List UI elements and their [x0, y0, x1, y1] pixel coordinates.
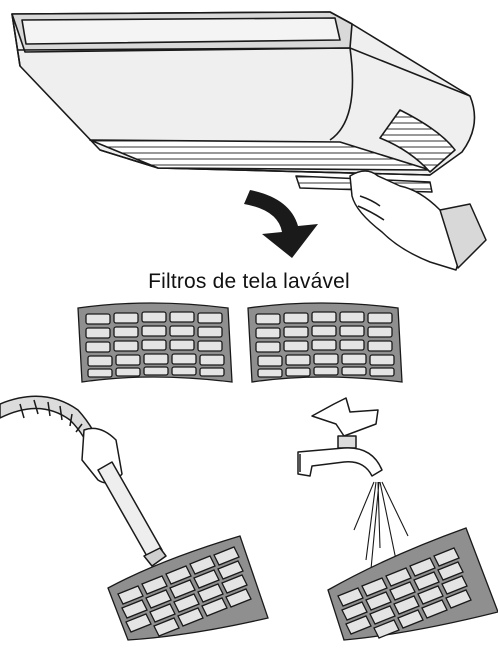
washed-filter [328, 528, 498, 640]
water-tap-icon [298, 398, 382, 476]
filter-caption: Filtros de tela lavável [0, 270, 498, 294]
hand-pulling-filter-icon [296, 171, 486, 270]
washable-filter-right [248, 303, 402, 382]
curved-down-arrow-icon [244, 190, 318, 258]
washable-filter-left [78, 303, 232, 382]
vacuum-cleaner-nozzle-icon [0, 396, 166, 566]
vacuumed-filter [108, 536, 268, 640]
air-conditioner-unit-icon [12, 12, 475, 175]
